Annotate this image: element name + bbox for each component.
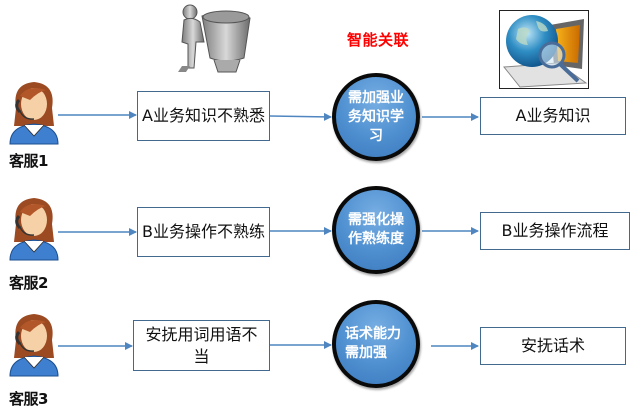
action-circle: 需加强业务知识学习 xyxy=(332,73,420,161)
diagram-title: 智能关联 xyxy=(347,31,410,49)
action-circle: 话术能力需加强 xyxy=(332,300,420,388)
agent-avatar-icon xyxy=(9,314,59,377)
action-label: 话术能力需加强 xyxy=(345,326,401,361)
agent-label: 客服2 xyxy=(9,274,48,292)
arrow-problem1-to-action xyxy=(269,112,332,121)
globe-magnifier-computer-icon xyxy=(499,10,589,89)
agent-2 xyxy=(8,194,68,262)
action-label: 需加强业务知识学习 xyxy=(348,89,404,144)
agent-3 xyxy=(8,310,68,378)
agent-label: 客服1 xyxy=(9,152,48,170)
problem-box: 安抚用词用语不当 xyxy=(133,320,270,371)
resource-box: A业务知识 xyxy=(480,97,626,135)
agent-1 xyxy=(8,78,68,146)
problem-box: B业务操作不熟练 xyxy=(137,207,270,257)
resource-box: B业务操作流程 xyxy=(480,212,630,250)
action-label: 需强化操作熟练度 xyxy=(348,212,404,247)
agent-avatar-icon xyxy=(9,198,59,261)
resource-box: 安抚话术 xyxy=(480,327,626,365)
problem-box: A业务知识不熟悉 xyxy=(137,91,270,141)
agent-avatar-icon xyxy=(9,82,59,145)
action-circle: 需强化操作熟练度 xyxy=(332,186,420,274)
person-leaning-on-bucket-icon xyxy=(174,2,254,74)
agent-label: 客服3 xyxy=(9,390,48,408)
